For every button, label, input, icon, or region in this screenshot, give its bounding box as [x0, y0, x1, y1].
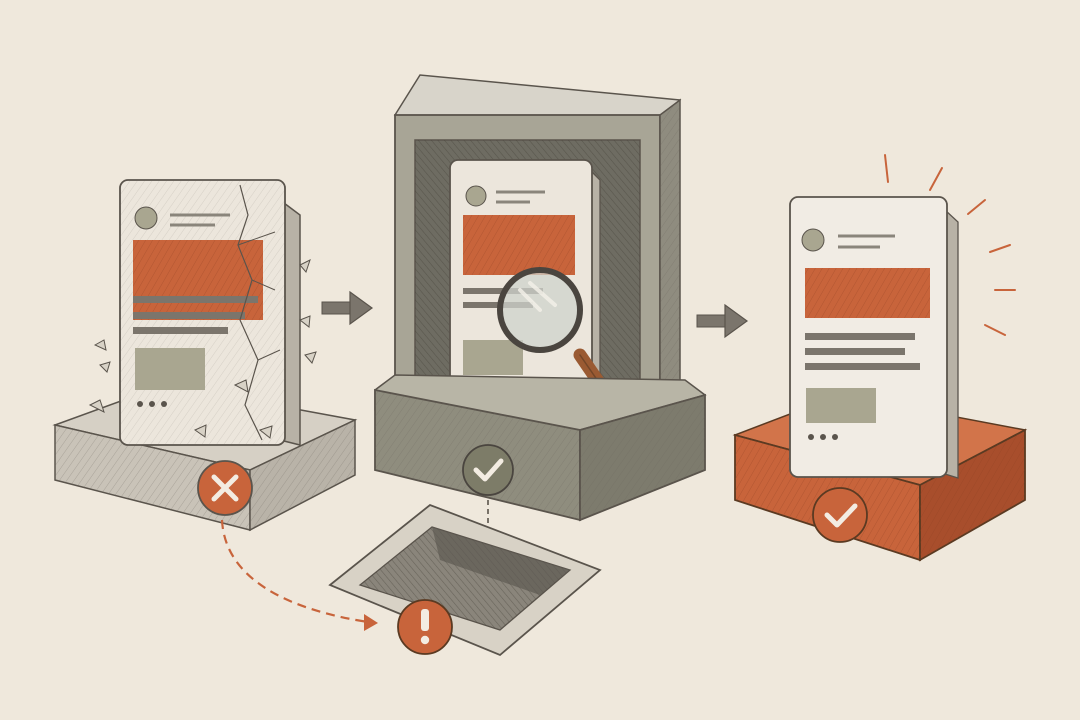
check-icon — [462, 444, 514, 496]
avatar — [801, 228, 825, 252]
arrow-right-icon — [696, 303, 749, 339]
stage-inspected — [374, 74, 707, 553]
x-icon — [197, 460, 253, 516]
debris — [88, 259, 317, 439]
avatar — [134, 206, 158, 230]
broken-card — [119, 179, 301, 446]
arrow-right-icon — [321, 290, 374, 326]
pit — [328, 503, 602, 657]
stage-broken — [52, 179, 358, 532]
exclamation-icon — [397, 599, 453, 655]
stage-delivered — [732, 154, 1028, 562]
delivered-card — [789, 196, 959, 479]
sparkle-icon — [884, 154, 1016, 336]
tray-base — [374, 374, 707, 522]
check-icon — [812, 487, 868, 543]
reject-path — [220, 519, 378, 631]
avatar — [465, 185, 487, 207]
